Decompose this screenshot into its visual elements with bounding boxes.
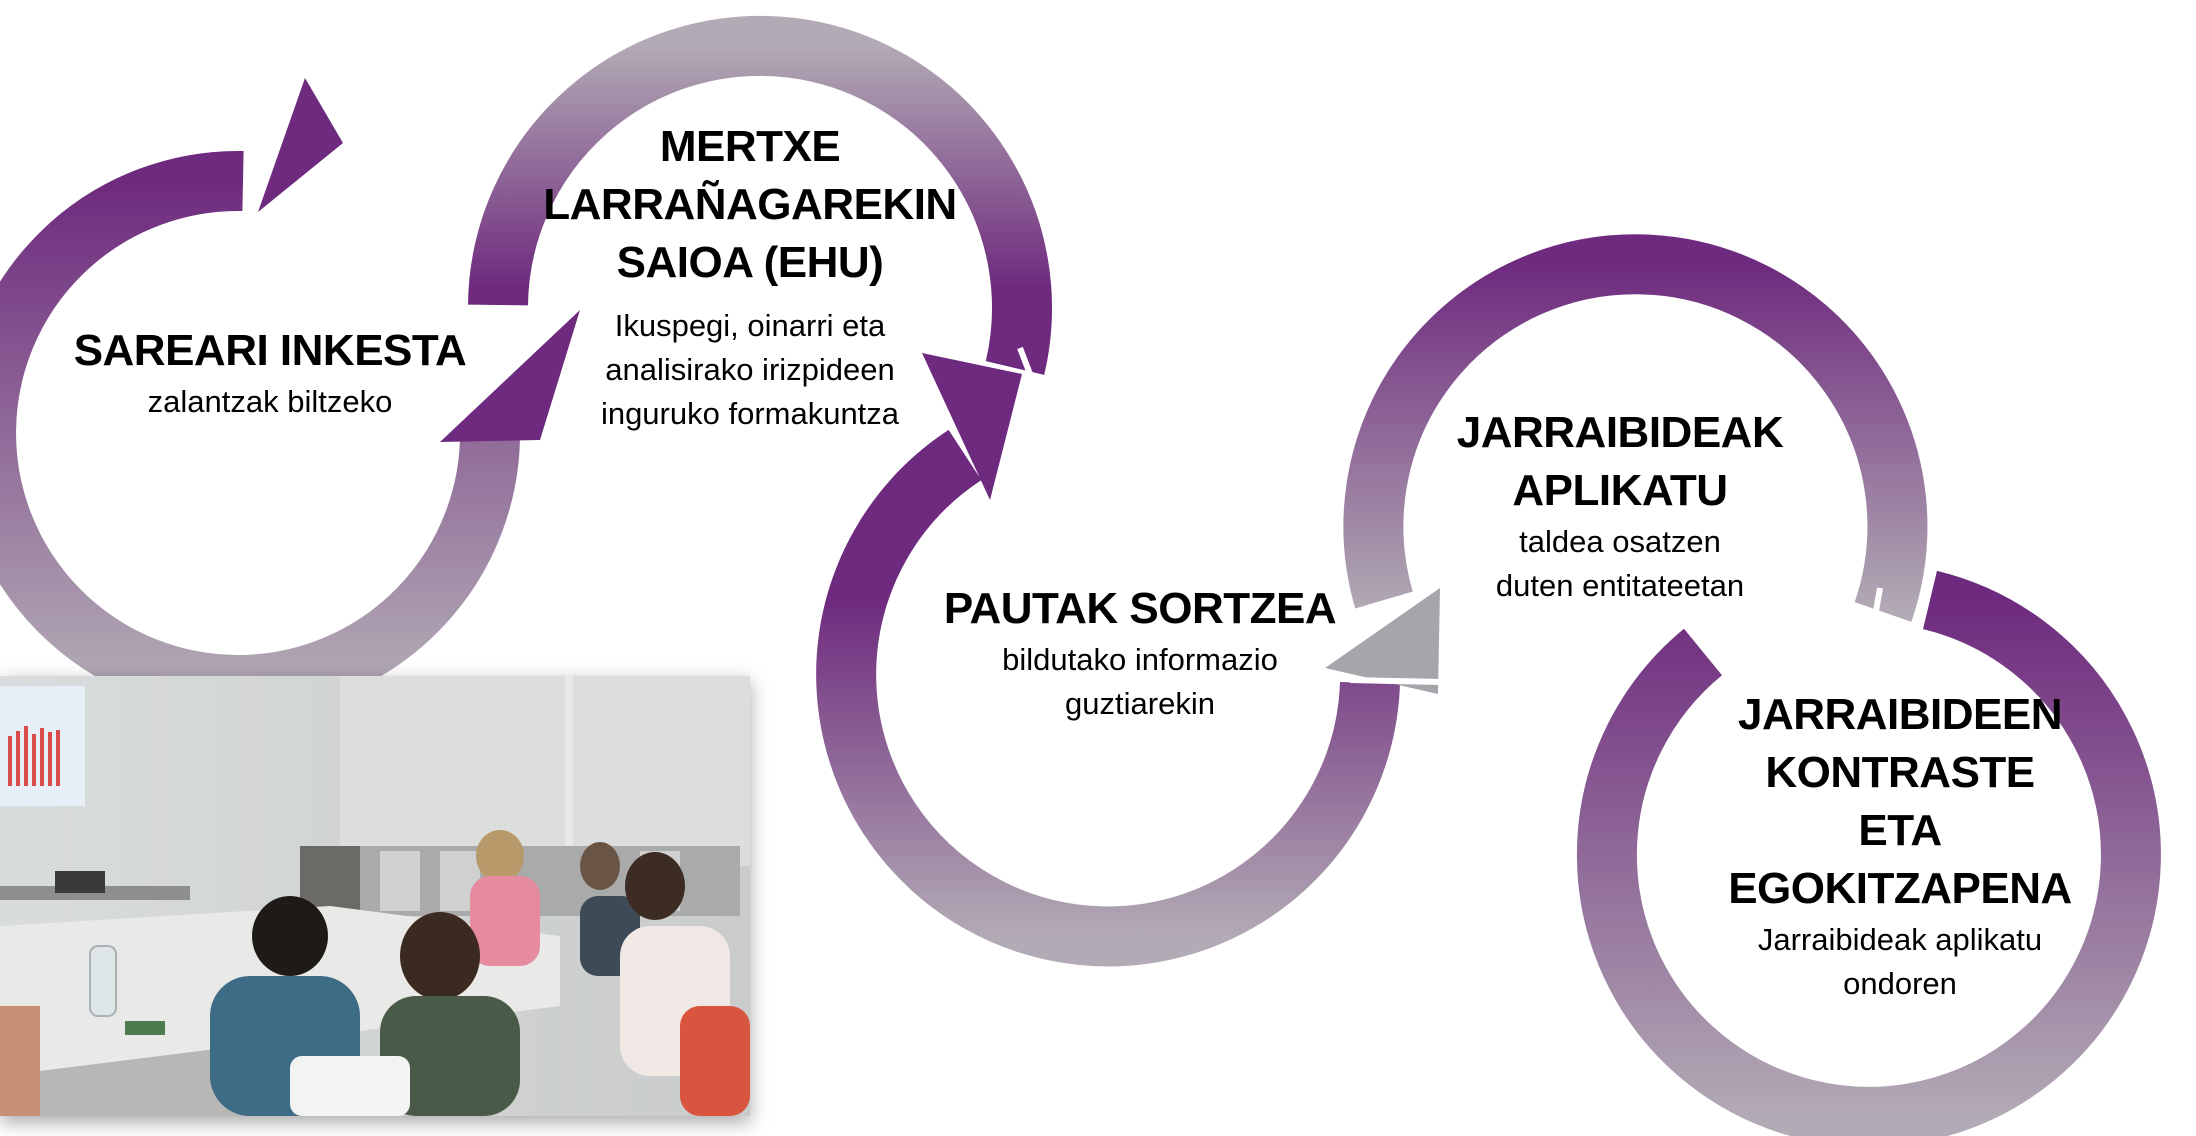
step-description: taldea osatzen duten entitateetan (1495, 524, 1745, 603)
projected-chart (8, 726, 60, 786)
step-title: PAUTAK SORTZEA (943, 584, 1337, 633)
meeting-room-photo (0, 676, 750, 1116)
step-title: SAREARI INKESTA (73, 326, 467, 375)
step-description: Jarraibideak aplikatu ondoren (1757, 922, 2043, 1001)
step-description: Ikuspegi, oinarri eta analisirako irizpi… (600, 308, 900, 431)
cycle-arrow-1 (0, 78, 521, 715)
step-sareari-inkesta: SAREARI INKESTA zalantzak biltzeko (60, 322, 480, 424)
cycle-arrow-3 (816, 353, 1400, 967)
cycle-arrow-2 (440, 15, 1052, 442)
step-description: bildutako informazio guztiarekin (1002, 642, 1278, 721)
step-jarraibideen-kontraste: JARRAIBIDEEN KONTRASTE ETA EGOKITZAPENA … (1690, 686, 2110, 1006)
step-jarraibideak-aplikatu: JARRAIBIDEAK APLIKATU taldea osatzen dut… (1410, 404, 1830, 608)
step-pautak-sortzea: PAUTAK SORTZEA bildutako informazio guzt… (930, 580, 1350, 726)
cycle-arrow-4 (1325, 234, 1928, 694)
step-description: zalantzak biltzeko (147, 384, 393, 419)
step-title: MERTXE LARRAÑAGAREKIN SAIOA (EHU) (543, 122, 957, 287)
step-title: JARRAIBIDEEN KONTRASTE ETA EGOKITZAPENA (1728, 690, 2072, 913)
cycle-arrow-5 (1576, 570, 2161, 1136)
step-title: JARRAIBIDEAK APLIKATU (1456, 408, 1784, 515)
step-mertxe-saioa: MERTXE LARRAÑAGAREKIN SAIOA (EHU) Ikuspe… (540, 118, 960, 436)
